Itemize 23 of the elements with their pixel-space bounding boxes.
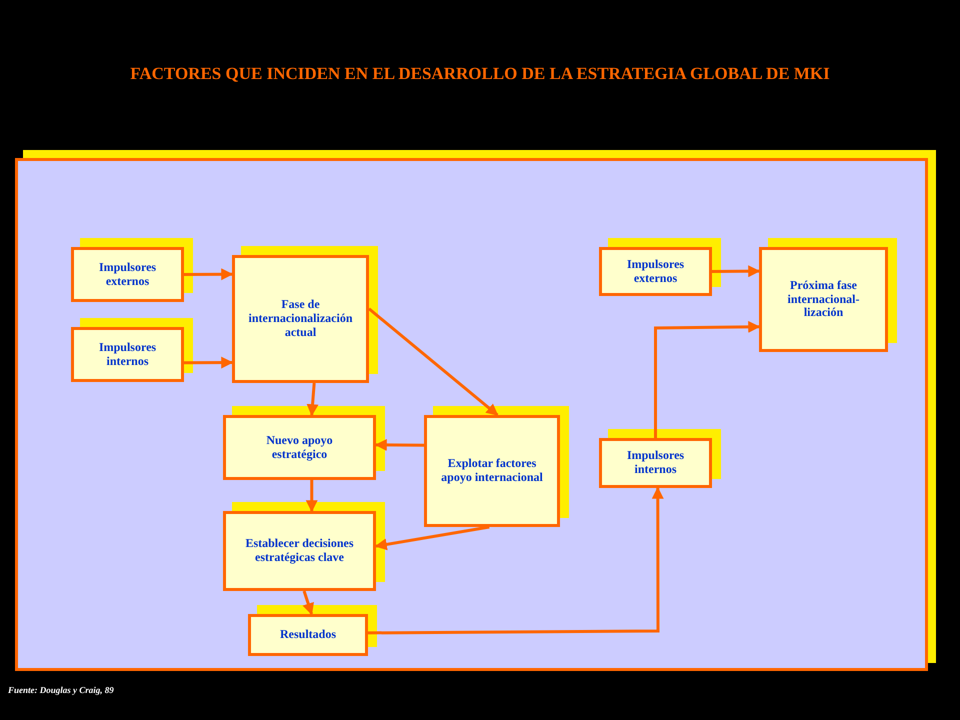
arrow — [306, 382, 319, 416]
box-label: Resultados — [278, 628, 337, 642]
arrow — [368, 308, 498, 416]
box-label: Establecer decisiones estratégicas clave — [244, 537, 355, 565]
box-label: Impulsores externos — [98, 260, 158, 288]
arrow — [184, 356, 234, 369]
arrow — [654, 320, 760, 438]
box-label: Próxima fase internacional-lización — [786, 278, 860, 320]
box-label: Nuevo apoyo estratégico — [265, 434, 334, 462]
arrow — [712, 265, 760, 278]
arrow — [306, 480, 318, 512]
arrow — [368, 486, 664, 634]
arrow — [374, 438, 424, 451]
box-label: Impulsores externos — [626, 258, 686, 286]
arrow — [302, 590, 314, 616]
box-label: Impulsores internos — [626, 449, 686, 477]
box-label: Fase de internacionalización actual — [248, 298, 354, 340]
diagram-title: FACTORES QUE INCIDEN EN EL DESARROLLO DE LA ESTRATEGIA GLOBAL DE MKI — [129, 64, 831, 84]
box-label: Explotar factores apoyo internacional — [440, 457, 544, 485]
arrow — [184, 268, 234, 280]
arrow — [374, 526, 490, 550]
source-note: Fuente: Douglas y Craig, 89 — [8, 685, 114, 695]
box-label: Impulsores internos — [98, 340, 158, 368]
